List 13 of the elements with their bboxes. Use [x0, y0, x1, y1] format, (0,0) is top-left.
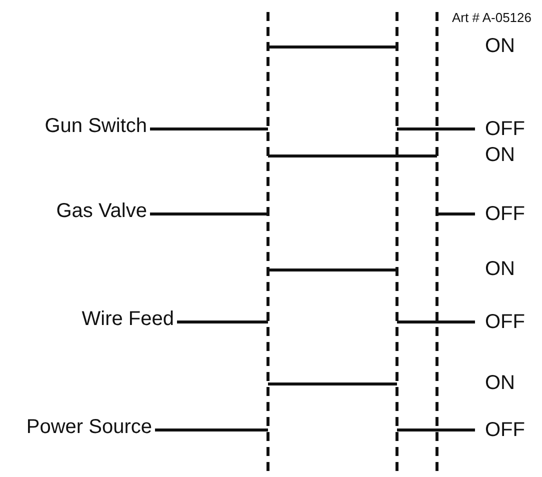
state-label: ON	[485, 144, 515, 166]
state-label: ON	[485, 258, 515, 280]
state-label: ON	[485, 372, 515, 394]
signal-name: Wire Feed	[82, 308, 174, 330]
signal-name: Gun Switch	[44, 115, 147, 137]
state-label: ON	[485, 35, 515, 57]
state-label: OFF	[485, 419, 525, 441]
art-number: Art # A-05126	[452, 10, 532, 25]
state-label: OFF	[485, 203, 525, 225]
signal-name: Gas Valve	[56, 200, 147, 222]
signal-name: Power Source	[26, 416, 152, 438]
state-label: OFF	[485, 118, 525, 140]
state-label: OFF	[485, 311, 525, 333]
